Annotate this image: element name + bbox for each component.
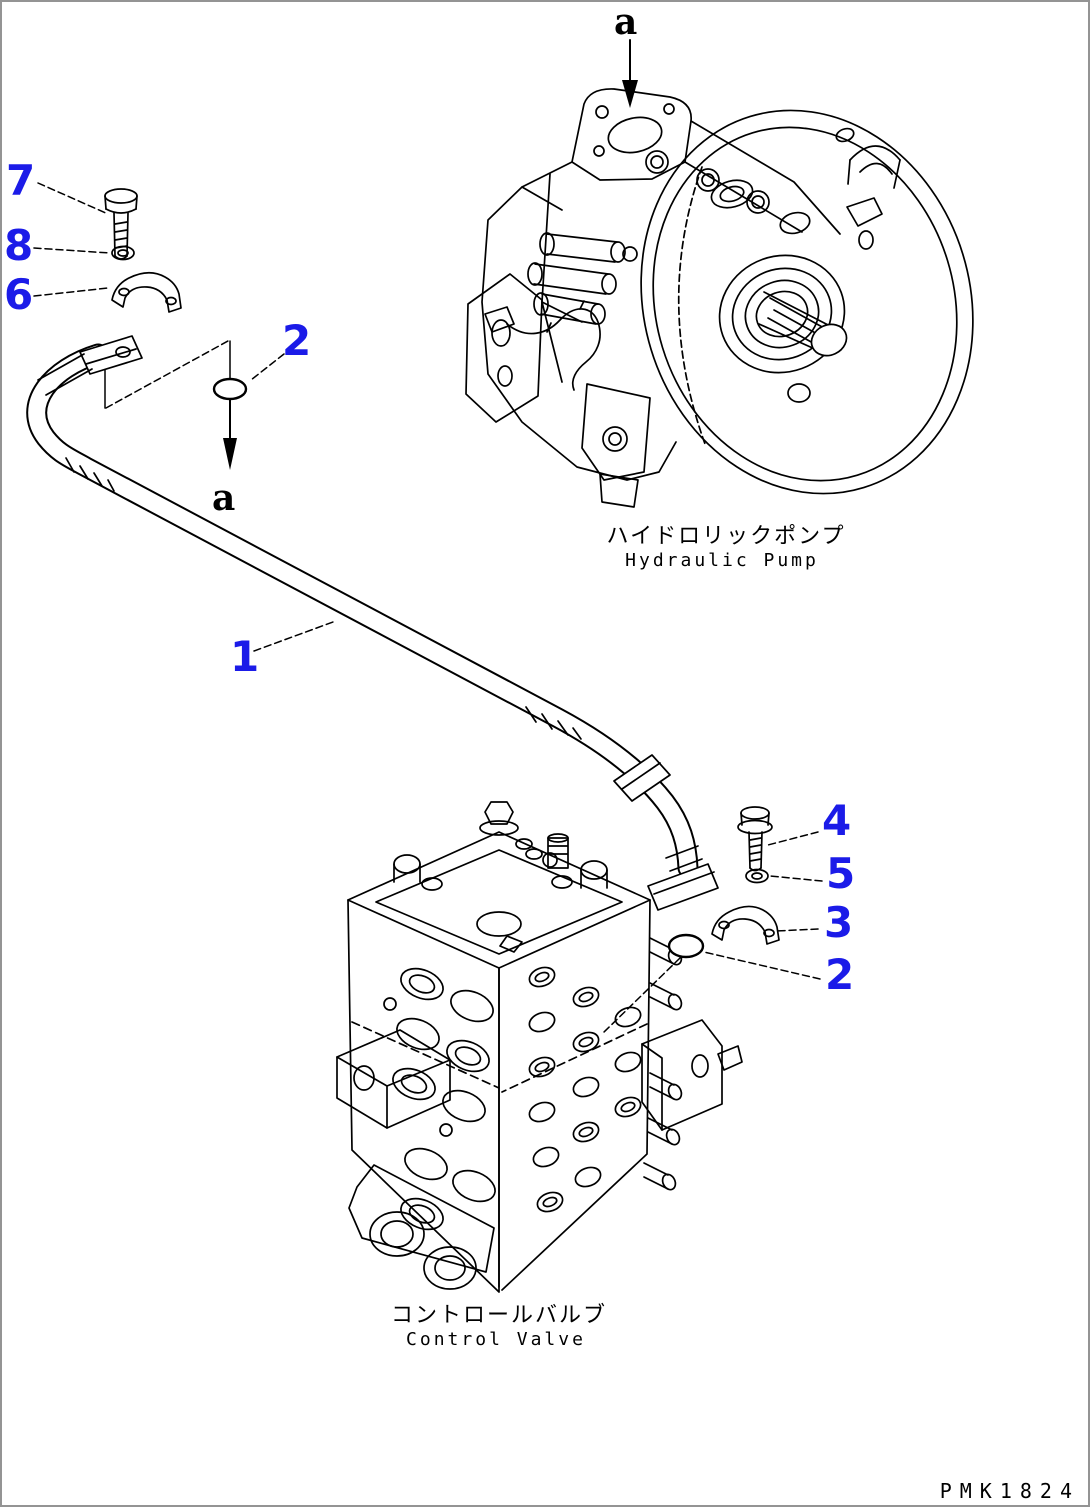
callout-2-left[interactable]: 2 — [282, 316, 312, 365]
tube-bend-ticks — [66, 458, 581, 739]
control-valve-drawing — [337, 802, 742, 1292]
bolt-part-4 — [738, 807, 772, 871]
callout-4[interactable]: 4 — [822, 796, 852, 845]
valve-bottom-bracket — [349, 1165, 494, 1289]
section-marker-top: a — [614, 1, 638, 43]
callout-7[interactable]: 7 — [6, 156, 36, 205]
tube-end-fitting — [648, 846, 718, 910]
washer-part-8 — [112, 247, 134, 260]
clamp-part-6 — [112, 273, 181, 312]
callout-5[interactable]: 5 — [826, 849, 856, 898]
drawing-code: PMK1824 — [939, 1479, 1080, 1503]
callout-1[interactable]: 1 — [230, 632, 260, 681]
valve-label-en: Control Valve — [406, 1329, 586, 1350]
section-arrow-top — [622, 40, 638, 108]
section-marker-middle: a — [212, 477, 236, 519]
pump-valve-cylinders — [528, 233, 637, 324]
hydraulic-pump-drawing — [466, 69, 1020, 535]
callout-3[interactable]: 3 — [824, 898, 854, 947]
pump-deck-bolts — [646, 151, 812, 237]
clamp-part-3 — [712, 906, 779, 944]
tube-top-flange — [80, 336, 142, 374]
leader-stems — [105, 341, 230, 408]
valve-top-face — [348, 832, 650, 968]
tube-drawing — [37, 336, 718, 910]
valve-label-ja: コントロールバルブ — [390, 1303, 607, 1328]
section-arrow-middle — [223, 400, 237, 470]
pump-label-ja: ハイドロリックポンプ — [606, 524, 846, 549]
pump-wire-harness — [485, 301, 600, 390]
tube-sleeve — [614, 755, 670, 801]
leader-lines — [34, 183, 822, 1034]
valve-right-studs — [644, 938, 684, 1192]
valve-right-box — [642, 1020, 742, 1130]
valve-right-plugs — [527, 964, 644, 1215]
o-ring-part-2-right — [669, 935, 703, 957]
valve-body — [348, 900, 650, 1292]
pump-shaft — [759, 292, 852, 361]
pump-hub-rings — [703, 238, 861, 390]
o-ring-part-2-left — [214, 379, 246, 399]
washer-part-5 — [746, 870, 768, 883]
pump-left-flange — [466, 274, 542, 422]
callout-6[interactable]: 6 — [4, 270, 34, 319]
valve-top-plug — [480, 802, 568, 868]
pump-bottom-block — [582, 384, 650, 507]
callout-8[interactable]: 8 — [4, 221, 34, 270]
pump-disc-tab — [847, 198, 882, 249]
valve-left-bracket — [337, 1030, 450, 1128]
valve-left-ports — [384, 963, 500, 1235]
callout-2-right[interactable]: 2 — [825, 950, 855, 999]
pump-label-en: Hydraulic Pump — [625, 550, 819, 571]
pump-head — [572, 89, 691, 180]
